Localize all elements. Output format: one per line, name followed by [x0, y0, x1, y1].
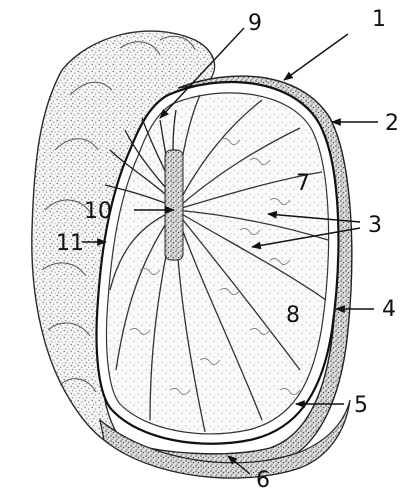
label-11: 11 [56, 231, 84, 256]
label-10: 10 [84, 199, 112, 224]
label-9: 9 [248, 11, 262, 36]
label-1: 1 [372, 7, 386, 32]
label-4: 4 [382, 297, 396, 322]
label-6: 6 [256, 468, 270, 491]
mediastinum-testis [165, 150, 183, 260]
label-5: 5 [354, 393, 368, 418]
label-3: 3 [368, 213, 382, 238]
label-8: 8 [286, 303, 300, 328]
label-2: 2 [385, 111, 399, 136]
label-7: 7 [296, 171, 310, 196]
